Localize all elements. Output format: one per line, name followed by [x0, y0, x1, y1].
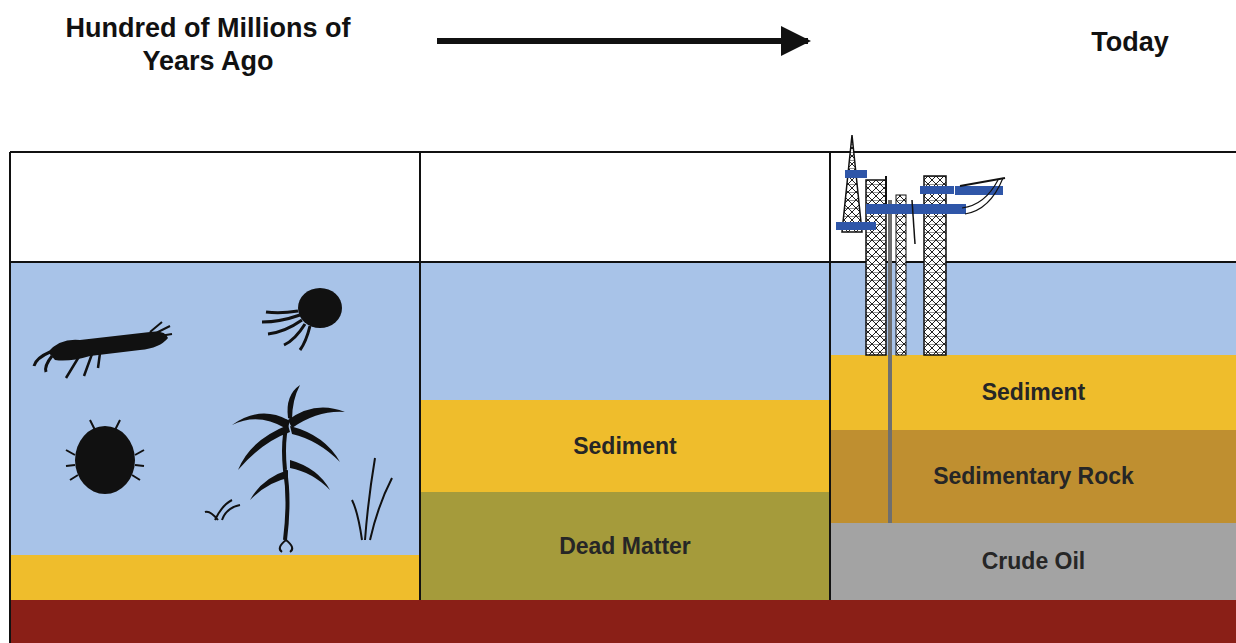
- dead-matter-band: Dead Matter: [421, 492, 829, 600]
- panel-frame: [10, 152, 1236, 643]
- sediment-band: Sediment: [421, 400, 829, 492]
- layer-label: Sediment: [982, 379, 1086, 406]
- layer-label: Dead Matter: [559, 533, 691, 560]
- water: [10, 262, 1236, 600]
- layer-label: Sedimentary Rock: [933, 463, 1134, 490]
- crude-oil-band: Crude Oil: [831, 523, 1236, 600]
- sky: [10, 152, 1236, 262]
- bedrock-band: [10, 600, 1236, 643]
- ancient-sea-life: [34, 288, 392, 552]
- sediment-band: Sediment: [831, 355, 1236, 430]
- crude-oil-band: [830, 523, 1236, 600]
- layer-label: Sediment: [573, 433, 677, 460]
- sedimentary-rock-band: Sedimentary Rock: [831, 430, 1236, 523]
- time-arrow: [437, 38, 808, 44]
- dead-matter-band: [420, 492, 830, 600]
- layer-label: Crude Oil: [982, 548, 1086, 575]
- timeline-label: Hundred of Millions of Years Ago: [48, 12, 368, 78]
- sediment-band: [420, 400, 830, 492]
- timeline-label: Today: [1070, 26, 1190, 59]
- sediment-strip: [10, 555, 420, 600]
